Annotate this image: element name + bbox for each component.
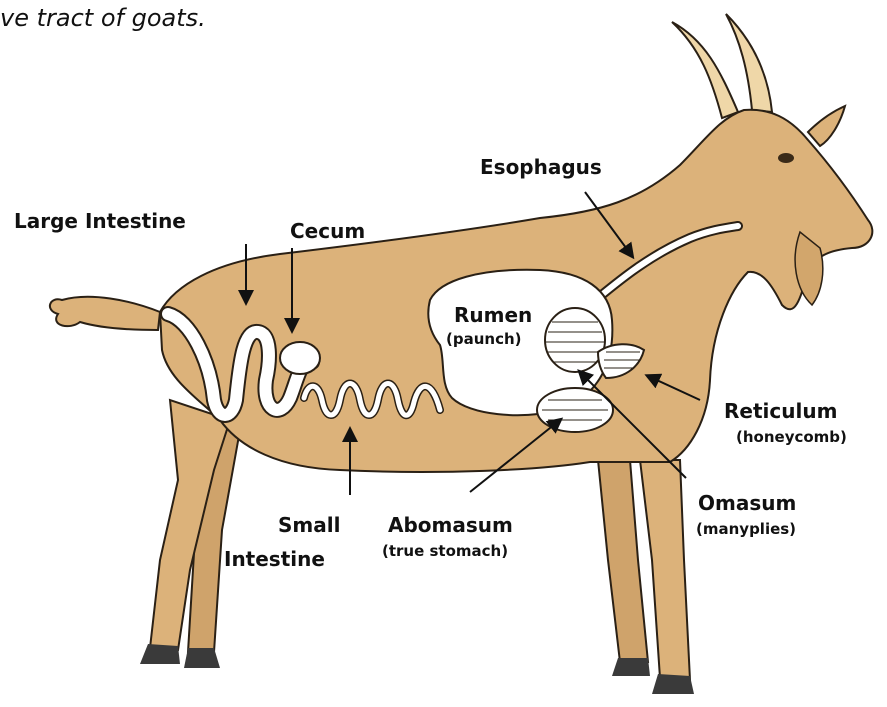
cecum-label: Cecum bbox=[290, 219, 365, 243]
horn-front bbox=[726, 14, 772, 112]
esophagus-label: Esophagus bbox=[480, 155, 602, 179]
rumen-sublabel: (paunch) bbox=[446, 330, 522, 348]
tail bbox=[50, 297, 160, 330]
cecum-organ bbox=[280, 342, 320, 374]
small-intestine-label-1: Small bbox=[278, 513, 340, 537]
reticulum-label: Reticulum bbox=[724, 399, 837, 423]
abomasum-label: Abomasum bbox=[388, 513, 513, 537]
hoof bbox=[184, 648, 220, 668]
horn-back bbox=[672, 22, 738, 118]
hoof bbox=[612, 658, 650, 676]
reticulum-sublabel: (honeycomb) bbox=[736, 428, 847, 446]
omasum-label: Omasum bbox=[698, 491, 796, 515]
large-intestine-label: Large Intestine bbox=[14, 209, 186, 233]
hoof bbox=[140, 644, 180, 664]
omasum-sublabel: (manyplies) bbox=[696, 520, 796, 538]
rumen-label: Rumen bbox=[454, 303, 532, 327]
hoof bbox=[652, 674, 694, 694]
eye bbox=[778, 153, 794, 163]
abomasum-sublabel: (true stomach) bbox=[382, 542, 508, 560]
front-leg-far bbox=[598, 460, 648, 662]
ear bbox=[808, 106, 845, 146]
figure-caption: ve tract of goats. bbox=[0, 4, 206, 32]
small-intestine-label-2: Intestine bbox=[224, 547, 325, 571]
